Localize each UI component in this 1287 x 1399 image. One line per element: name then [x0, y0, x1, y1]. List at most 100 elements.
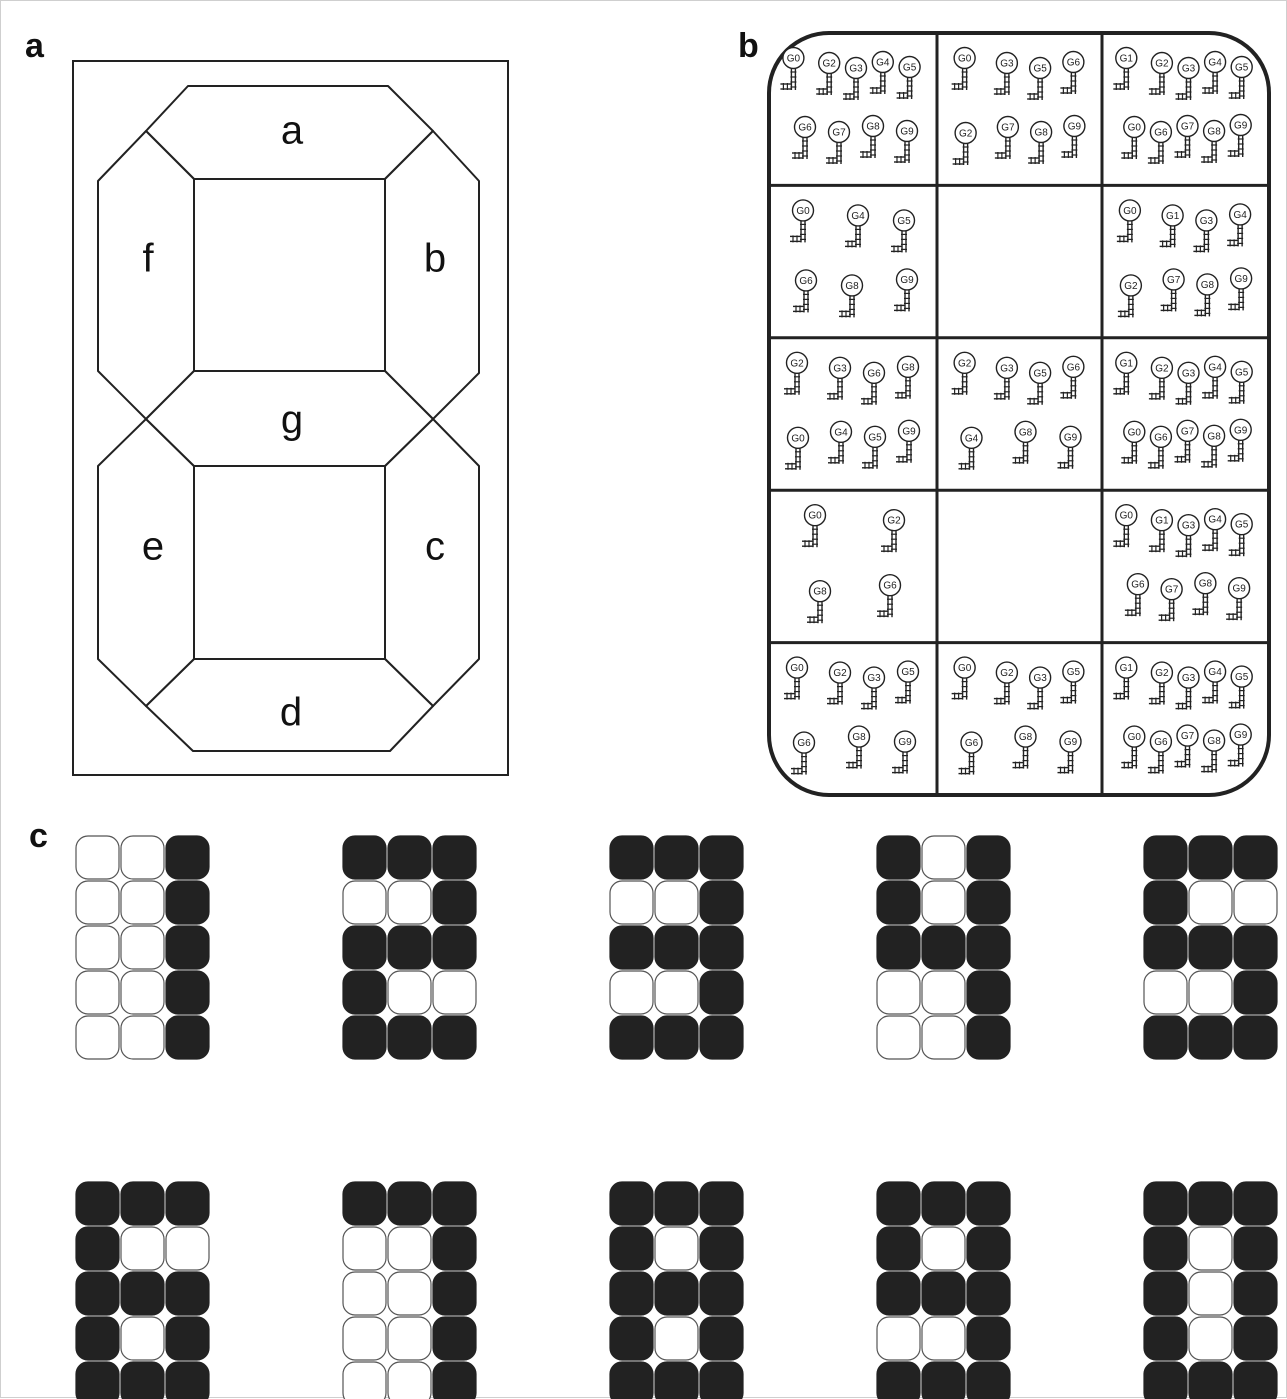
gene-label: G2 — [833, 668, 847, 679]
gene-label: G6 — [1067, 58, 1081, 69]
pixel-on — [1189, 926, 1232, 969]
pixel-on — [700, 881, 743, 924]
pixel-on — [166, 1272, 209, 1315]
pixel-on — [967, 971, 1010, 1014]
pixel-on — [343, 836, 386, 879]
pixel-on — [655, 1182, 698, 1225]
gene-label: G6 — [1154, 128, 1168, 139]
pixel-off — [655, 1227, 698, 1270]
gene-label: G7 — [1181, 731, 1195, 742]
gene-label: G3 — [1182, 521, 1196, 532]
pixel-on — [76, 1362, 119, 1399]
pixel-on — [433, 836, 476, 879]
gene-label: G9 — [1234, 730, 1248, 741]
seven-segment-diagram: a b c d e f g — [1, 1, 561, 801]
pixel-on — [388, 1016, 431, 1059]
pixel-off — [877, 1317, 920, 1360]
pixel-on — [1234, 971, 1277, 1014]
pixel-on — [1234, 1317, 1277, 1360]
gene-label: G8 — [1201, 280, 1215, 291]
gene-label: G8 — [845, 281, 859, 292]
pixel-on — [700, 836, 743, 879]
digit-grid — [1144, 1182, 1277, 1399]
pixel-off — [655, 971, 698, 1014]
pixel-on — [76, 1182, 119, 1225]
segment-f-label: f — [142, 237, 154, 281]
pixel-on — [1234, 1272, 1277, 1315]
pixel-on — [1144, 1362, 1187, 1399]
pixel-off — [388, 1317, 431, 1360]
pixel-on — [877, 881, 920, 924]
gene-label: G2 — [1155, 363, 1169, 374]
pixel-off — [121, 926, 164, 969]
pixel-on — [76, 1272, 119, 1315]
pixel-on — [166, 881, 209, 924]
gene-label: G4 — [1233, 210, 1247, 221]
pixel-on — [610, 1317, 653, 1360]
pixel-on — [610, 1227, 653, 1270]
gene-label: G8 — [1019, 732, 1033, 743]
digit-grid — [343, 836, 476, 1059]
pixel-on — [655, 1016, 698, 1059]
pixel-on — [700, 1362, 743, 1399]
gene-label: G7 — [1001, 123, 1015, 134]
gene-label: G4 — [1208, 515, 1222, 526]
segment-g-label: g — [281, 398, 303, 442]
gene-label: G5 — [1235, 520, 1249, 531]
pixel-off — [610, 971, 653, 1014]
gene-label: G4 — [1208, 58, 1222, 69]
pixel-off — [1234, 881, 1277, 924]
pixel-off — [343, 881, 386, 924]
pixel-on — [877, 1182, 920, 1225]
pixel-on — [433, 1317, 476, 1360]
pixel-on — [343, 926, 386, 969]
gene-label: G3 — [1182, 673, 1196, 684]
gene-label: G6 — [1154, 432, 1168, 443]
gene-label: G8 — [1207, 736, 1221, 747]
pixel-on — [1144, 836, 1187, 879]
gene-label: G4 — [1208, 667, 1222, 678]
gene-label: G7 — [1181, 122, 1195, 133]
pixel-on — [967, 1317, 1010, 1360]
pixel-on — [1189, 1182, 1232, 1225]
pixel-off — [922, 881, 965, 924]
gene-label: G1 — [1166, 211, 1180, 222]
pixel-off — [1189, 1317, 1232, 1360]
pixel-on — [166, 836, 209, 879]
gene-label: G5 — [1033, 64, 1047, 75]
pixel-on — [1144, 881, 1187, 924]
gene-label: G9 — [898, 737, 912, 748]
pixel-on — [1189, 1362, 1232, 1399]
pixel-on — [967, 1182, 1010, 1225]
pixel-on — [166, 1317, 209, 1360]
gene-label: G4 — [876, 58, 890, 69]
gene-label: G2 — [1124, 281, 1138, 292]
gene-label: G6 — [965, 738, 979, 749]
pixel-on — [166, 1182, 209, 1225]
pixel-on — [1144, 926, 1187, 969]
gene-label: G3 — [1182, 64, 1196, 75]
pixel-on — [1234, 836, 1277, 879]
pixel-off — [76, 926, 119, 969]
gene-label: G5 — [903, 63, 917, 74]
gene-label: G7 — [1181, 426, 1195, 437]
gene-label: G9 — [900, 275, 914, 286]
gene-label: G4 — [834, 427, 848, 438]
pixel-off — [121, 1317, 164, 1360]
pixel-off — [388, 1227, 431, 1270]
gene-label: G6 — [1131, 580, 1145, 591]
gene-label: G9 — [1232, 584, 1246, 595]
pixel-on — [166, 1362, 209, 1399]
gene-label: G8 — [1207, 127, 1221, 138]
pixel-off — [76, 836, 119, 879]
digit-grid — [343, 1182, 476, 1399]
segment-c-label: c — [425, 525, 445, 569]
pixel-on — [967, 1272, 1010, 1315]
gene-label: G8 — [1019, 427, 1033, 438]
pixel-on — [700, 926, 743, 969]
gene-label: G6 — [799, 276, 813, 287]
pixel-on — [1234, 1182, 1277, 1225]
gene-label: G8 — [852, 732, 866, 743]
pixel-off — [388, 881, 431, 924]
pixel-on — [922, 926, 965, 969]
